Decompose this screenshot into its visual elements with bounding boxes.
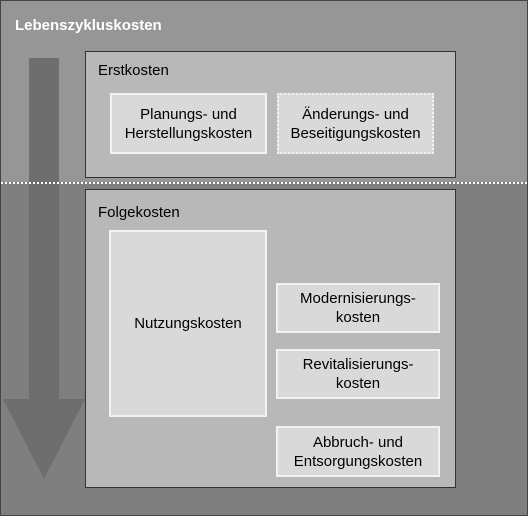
cost-box-usage: Nutzungskosten (109, 230, 267, 417)
folgekosten-title: Folgekosten (98, 204, 180, 221)
cost-box-modernization: Modernisierungs- kosten (276, 283, 440, 333)
cost-box-line: Herstellungskosten (124, 124, 253, 142)
erstkosten-title: Erstkosten (98, 62, 169, 79)
cost-box-line: Revitalisierungs- (302, 356, 414, 373)
cost-box-line: Nutzungskosten (134, 315, 242, 332)
cost-box-line: Modernisierungs- (300, 290, 416, 307)
cost-box-line: Abbruch- und (312, 433, 404, 451)
cost-box-line: Beseitigungskosten (290, 124, 421, 142)
cost-box-planning: Planungs- und Herstellungskosten (110, 93, 267, 154)
cost-box-line: Entsorgungskosten (293, 452, 423, 470)
cost-box-demolition: Abbruch- und Entsorgungskosten (276, 426, 440, 477)
cost-box-line: kosten (335, 375, 381, 392)
time-arrow-icon (3, 58, 85, 479)
cost-box-line: kosten (335, 309, 381, 326)
cost-box-changes: Änderungs- und Beseitigungskosten (277, 93, 434, 154)
phase-divider (1, 182, 527, 184)
cost-box-revitalization: Revitalisierungs- kosten (276, 349, 440, 399)
diagram-title: Lebenszykluskosten (15, 17, 162, 34)
erstkosten-panel: Erstkosten Planungs- und Herstellungskos… (85, 51, 456, 178)
cost-box-line: Planungs- und (140, 105, 237, 123)
cost-box-line: Änderungs- und (302, 105, 409, 123)
folgekosten-panel: Folgekosten Nutzungskosten Modernisierun… (85, 189, 456, 488)
